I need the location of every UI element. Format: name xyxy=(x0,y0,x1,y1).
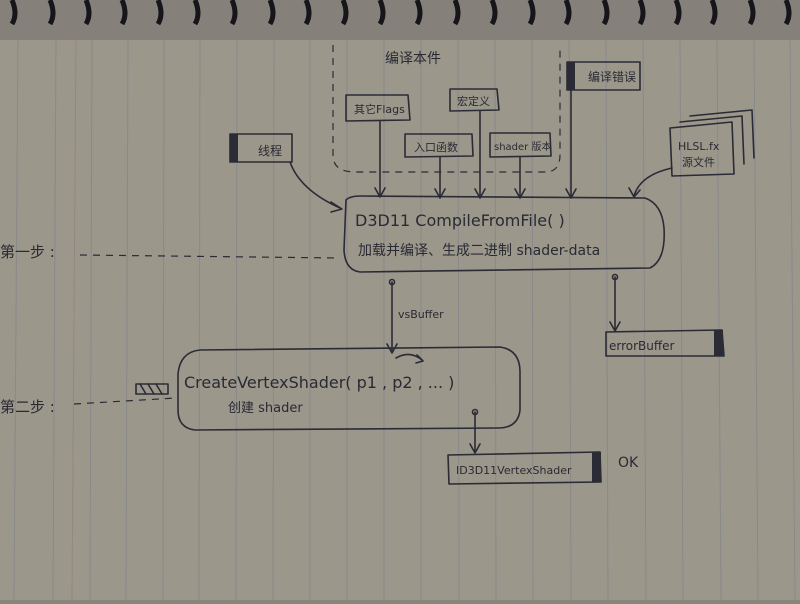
input-tag-shader-model: shader 版本 xyxy=(489,132,552,158)
svg-text:线程: 线程 xyxy=(258,143,282,158)
input-tag-macro: 宏定义 xyxy=(449,88,500,112)
input-tag-right: 编译错误 xyxy=(566,61,641,91)
svg-text:源文件: 源文件 xyxy=(682,155,715,169)
step-one-dash xyxy=(79,254,341,259)
group-label: 编译本件 xyxy=(385,51,441,67)
errorbuffer-arrow xyxy=(609,273,621,332)
margin-line xyxy=(71,35,77,601)
input-tag-entry-point: 入口函数 xyxy=(404,133,474,158)
compile-params-group xyxy=(332,45,561,173)
input-tag-left: 线程 xyxy=(229,133,293,163)
create-box-subtitle: 创建 shader xyxy=(228,401,303,416)
svg-text:HLSL.fx: HLSL.fx xyxy=(678,140,720,153)
vsbuffer-arrow: vsBuffer xyxy=(386,278,444,354)
compile-box: D3D11 CompileFromFile( ) 加载并编译、生成二进制 sha… xyxy=(343,195,666,273)
step-two-label: 第二步 : xyxy=(0,398,55,416)
errorbuffer-tag: errorBuffer xyxy=(605,329,725,357)
step-two-arrow xyxy=(135,383,169,395)
output-tag-vertex-shader: ID3D11VertexShader xyxy=(447,451,602,485)
ruled-lines xyxy=(13,35,796,601)
step-two-dash xyxy=(73,397,177,405)
vsbuffer-label: vsBuffer xyxy=(398,308,444,321)
svg-text:宏定义: 宏定义 xyxy=(457,94,490,108)
spiral-binding xyxy=(9,0,792,26)
create-shader-box: CreateVertexShader( p1 , p2 , ... ) 创建 s… xyxy=(177,346,521,431)
svg-text:errorBuffer: errorBuffer xyxy=(609,339,675,353)
arrows-into-compile xyxy=(289,89,673,213)
svg-text:入口函数: 入口函数 xyxy=(414,141,458,154)
compile-box-title: D3D11 CompileFromFile( ) xyxy=(355,211,565,230)
svg-text:其它Flags: 其它Flags xyxy=(354,102,405,116)
svg-text:编译错误: 编译错误 xyxy=(588,69,636,84)
svg-text:ID3D11VertexShader: ID3D11VertexShader xyxy=(456,464,572,477)
input-tag-compile-flags: 其它Flags xyxy=(345,94,411,122)
svg-text:shader 版本: shader 版本 xyxy=(494,140,551,153)
hlsl-file-stack: HLSL.fx 源文件 xyxy=(669,109,755,177)
binding-strip xyxy=(0,0,800,40)
ok-label: OK xyxy=(618,455,639,471)
compile-box-subtitle: 加载并编译、生成二进制 shader-data xyxy=(358,243,600,259)
output-arrow xyxy=(469,408,481,454)
step-one-label: 第一步 : xyxy=(0,243,55,261)
create-box-title: CreateVertexShader( p1 , p2 , ... ) xyxy=(184,373,454,392)
